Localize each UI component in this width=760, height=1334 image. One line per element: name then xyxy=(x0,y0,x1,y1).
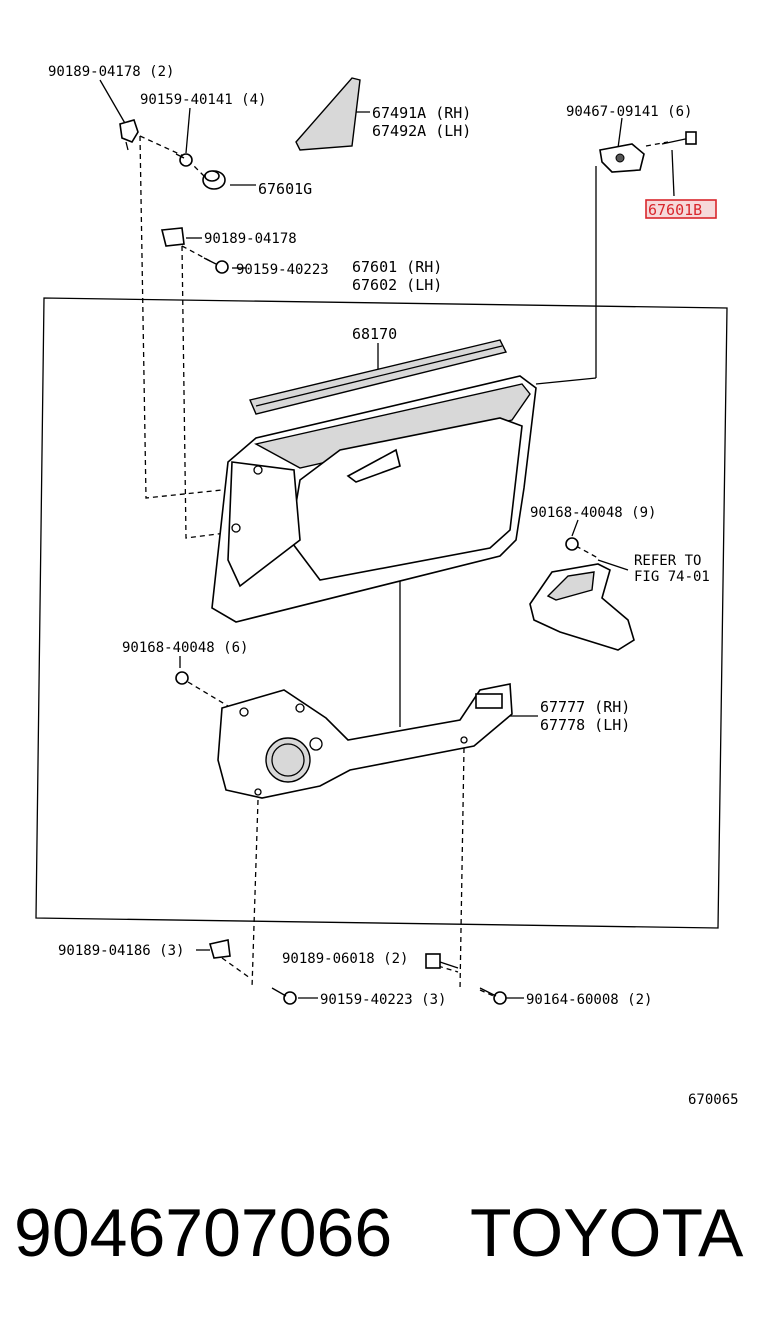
screw-icon xyxy=(203,257,229,274)
figure-code: 670065 xyxy=(688,1092,739,1108)
highlight-box xyxy=(645,199,717,219)
callout-label: 90189-04186 (3) xyxy=(58,943,184,959)
callout-label: 68170 xyxy=(352,325,397,343)
clip-icon xyxy=(119,119,139,151)
screw-icon xyxy=(479,987,507,1005)
leader-lines xyxy=(99,79,675,999)
screw-icon xyxy=(271,987,297,1005)
callout-label: 90189-06018 (2) xyxy=(282,951,408,967)
cap-icon xyxy=(202,170,226,190)
clip-icon xyxy=(208,939,231,959)
callout-label: 90164-60008 (2) xyxy=(526,992,652,1008)
callout-label: 90189-04178 xyxy=(204,231,297,247)
bracket-icon xyxy=(599,143,645,173)
clip-icon xyxy=(160,227,185,247)
callout-label: 67601 (RH) xyxy=(352,258,442,276)
callout-label: 67491A (RH) xyxy=(372,104,471,122)
screw-icon xyxy=(175,153,193,167)
callout-label: 90159-40223 (3) xyxy=(320,992,446,1008)
callout-label: 67777 (RH) xyxy=(540,698,630,716)
callout-label: 90168-40048 (9) xyxy=(530,505,656,521)
callout-label: 90189-04178 (2) xyxy=(48,64,174,80)
highlighted-callout-label[interactable]: 67601B xyxy=(648,201,702,219)
callout-label: 90467-09141 (6) xyxy=(566,104,692,120)
screw-icon xyxy=(661,131,697,145)
callout-label: FIG 74-01 xyxy=(634,569,710,585)
clip-icon xyxy=(425,953,441,969)
callout-label: 90168-40048 (6) xyxy=(122,640,248,656)
dashed-lines xyxy=(139,135,669,999)
inside-handle-icon xyxy=(529,563,635,651)
part-number: 9046707066 xyxy=(14,1195,392,1271)
door-trim-board xyxy=(211,375,537,623)
callout-label: 67602 (LH) xyxy=(352,276,442,294)
callout-label: 67601G xyxy=(258,180,312,198)
callout-label: REFER TO xyxy=(634,553,701,569)
callout-label: 90159-40141 (4) xyxy=(140,92,266,108)
assembly-frame xyxy=(35,297,728,929)
screw-icon xyxy=(175,671,189,685)
callout-label: 67778 (LH) xyxy=(540,716,630,734)
callout-label: 67492A (LH) xyxy=(372,122,471,140)
brand-name: TOYOTA xyxy=(470,1195,744,1271)
screw-icon xyxy=(565,537,579,551)
garnish-icon xyxy=(295,77,361,151)
callout-label: 90159-40223 xyxy=(236,262,329,278)
weatherstrip-icon xyxy=(249,339,508,415)
lower-trim-panel xyxy=(217,683,513,799)
